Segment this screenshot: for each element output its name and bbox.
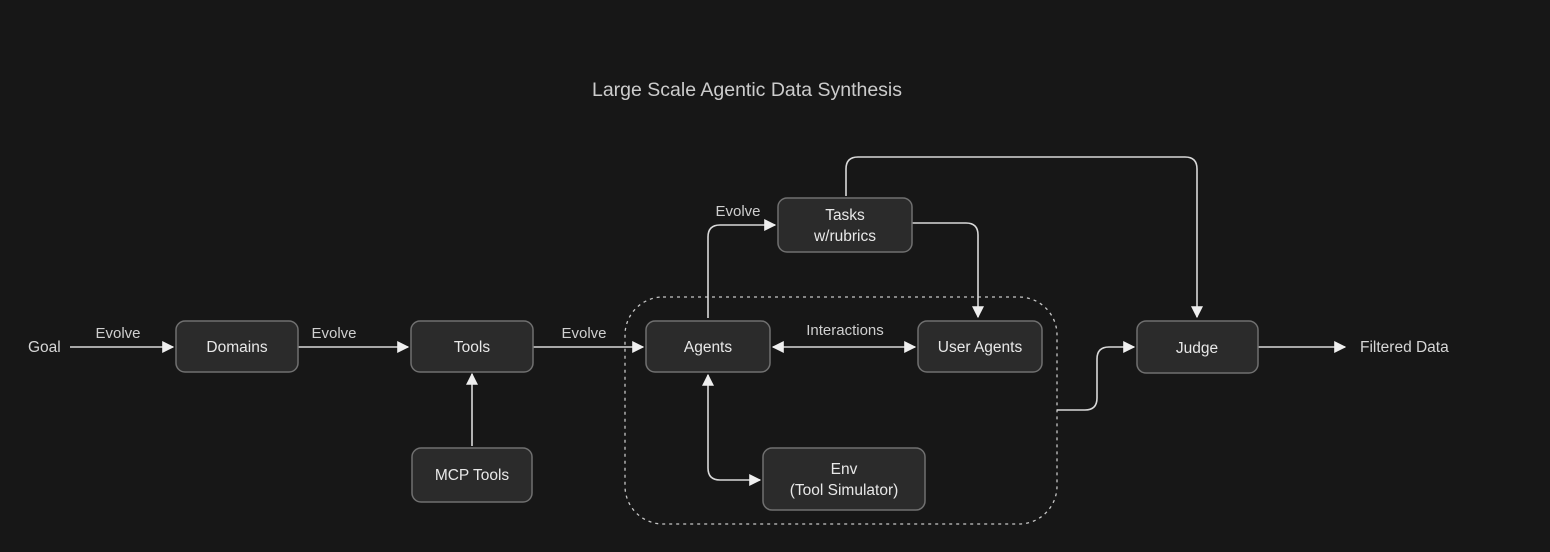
node-agents: Agents [645, 320, 771, 373]
goal-terminal-label: Goal [28, 339, 61, 356]
edge-label-evolve-agents-tasks: Evolve [715, 203, 760, 220]
tasks-box [777, 197, 913, 253]
edge-agents-env-bidirectional [702, 373, 762, 486]
env-label-line2: (Tool Simulator) [790, 482, 899, 499]
edge-tasks-to-judge [845, 156, 1203, 319]
judge-box [1136, 320, 1259, 374]
tasks-label-line1: Tasks [825, 207, 865, 224]
edge-agents-to-tasks [707, 219, 777, 318]
node-env: Env (Tool Simulator) [762, 447, 926, 511]
mcp-tools-label: MCP Tools [435, 467, 510, 484]
mcp-tools-box [411, 447, 533, 503]
node-mcp-tools: MCP Tools [411, 447, 533, 503]
domains-box [175, 320, 299, 373]
node-judge: Judge [1136, 320, 1259, 374]
node-tools: Tools [410, 320, 534, 373]
user-agents-label: User Agents [938, 339, 1023, 356]
env-box [762, 447, 926, 511]
node-user-agents: User Agents [917, 320, 1043, 373]
edge-label-evolve-domains-tools: Evolve [311, 325, 356, 342]
tools-box [410, 320, 534, 373]
tasks-label-line2: w/rubrics [813, 228, 876, 245]
domains-label: Domains [206, 339, 267, 356]
agents-box [645, 320, 771, 373]
node-domains: Domains [175, 320, 299, 373]
judge-label: Judge [1176, 340, 1218, 357]
node-tasks: Tasks w/rubrics [777, 197, 913, 253]
diagram-title: Large Scale Agentic Data Synthesis [592, 79, 902, 101]
edge-label-interactions: Interactions [806, 322, 884, 339]
agents-label: Agents [684, 339, 733, 356]
edge-container-to-judge [1057, 341, 1136, 411]
edge-label-evolve-goal-domains: Evolve [95, 325, 140, 342]
filtered-data-terminal-label: Filtered Data [1360, 339, 1449, 356]
user-agents-box [917, 320, 1043, 373]
edge-label-evolve-tools-agents: Evolve [561, 325, 606, 342]
tools-label: Tools [454, 339, 490, 356]
env-label-line1: Env [831, 461, 858, 478]
edge-tasks-to-user-agents [912, 222, 984, 319]
